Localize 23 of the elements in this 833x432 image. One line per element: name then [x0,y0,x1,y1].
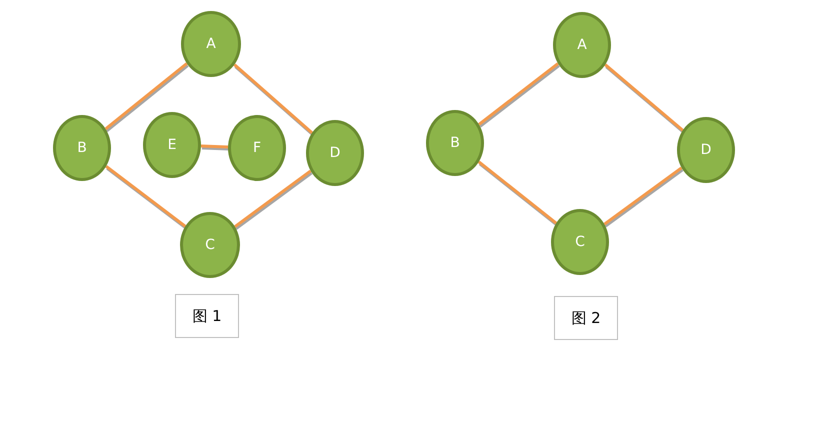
connector-line [604,64,685,134]
connector-line [604,166,684,228]
connector-line [478,62,560,128]
figure-caption-box [175,294,239,338]
node-label: C [575,234,585,250]
connector-line [234,170,313,230]
node-label: E [168,137,176,153]
node-label: C [205,237,215,253]
connector-line [233,63,314,136]
node-label: 图 1 [192,306,222,326]
node-label: F [252,140,262,156]
node-label: B [450,135,460,151]
connector-line [105,165,188,230]
node-label: 图 2 [571,308,601,328]
figure-caption-box [554,296,618,340]
node-label: A [206,36,216,52]
node-label: B [77,140,87,156]
connector-line [104,62,189,132]
node-label: D [700,142,712,158]
connector-line [200,144,230,150]
node-label: A [577,37,587,53]
node-label: D [330,145,340,161]
connector-line [478,160,558,226]
